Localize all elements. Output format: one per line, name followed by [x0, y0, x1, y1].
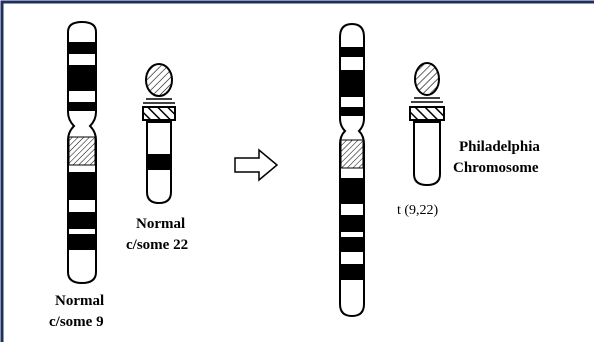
- ph-label-line2: Chromosome: [453, 160, 539, 176]
- philadelphia-chromosome: [409, 62, 445, 187]
- c22-band: [148, 154, 170, 170]
- c9-centromere-hatch: [68, 136, 96, 166]
- c9-band-2: [69, 65, 95, 91]
- ph-label-line1: Philadelphia: [459, 139, 540, 155]
- c9-band-1: [69, 42, 95, 54]
- c22-stalk-band: [142, 106, 176, 121]
- chromosome-9: [67, 20, 97, 285]
- c9-band-3: [69, 102, 95, 111]
- chromosome-22: [142, 63, 176, 205]
- c22-label-line1: Normal: [136, 216, 185, 232]
- c22-satellite: [145, 63, 173, 97]
- c9-band-6: [69, 234, 95, 250]
- derivative-chromosome-9: [339, 22, 365, 318]
- right-arrow-icon: [234, 148, 279, 182]
- c9-band-5: [69, 212, 95, 229]
- c9-label-line1: Normal: [55, 293, 104, 309]
- translocation-label: t (9,22): [397, 203, 439, 218]
- c9-label-line2: c/some 9: [49, 314, 104, 330]
- c22-label-line2: c/some 22: [126, 237, 188, 253]
- c9-band-4: [69, 172, 95, 200]
